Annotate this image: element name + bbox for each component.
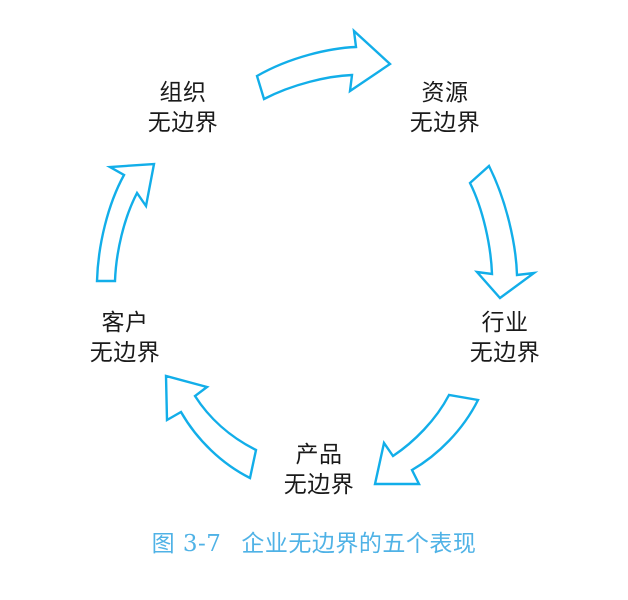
- node-customer-line1: 客户: [101, 310, 149, 336]
- node-label-resource: 资源 无边界: [380, 78, 510, 139]
- node-product-line2: 无边界: [283, 472, 355, 499]
- figure-caption: 图 3-7 企业无边界的五个表现: [0, 524, 628, 558]
- node-industry-line2: 无边界: [469, 340, 541, 367]
- arrow-resource-to-industry: [468, 164, 539, 300]
- node-product-line1: 产品: [295, 442, 343, 468]
- node-organization-line1: 组织: [159, 80, 207, 106]
- arrow-customer-to-organization: [95, 162, 156, 283]
- arrow-organization-to-resource: [255, 27, 392, 101]
- figure-caption-number: 图 3-7: [151, 531, 222, 557]
- node-resource-line1: 资源: [421, 80, 469, 106]
- node-label-customer: 客户 无边界: [60, 308, 190, 369]
- arrow-industry-to-product: [373, 393, 480, 486]
- arrow-product-to-customer: [164, 374, 258, 480]
- figure-caption-text: 企业无边界的五个表现: [241, 531, 477, 557]
- node-label-product: 产品 无边界: [254, 440, 384, 501]
- node-resource-line2: 无边界: [409, 110, 481, 137]
- node-customer-line2: 无边界: [89, 340, 161, 367]
- node-label-industry: 行业 无边界: [440, 308, 570, 369]
- node-label-organization: 组织 无边界: [118, 78, 248, 139]
- node-organization-line2: 无边界: [147, 110, 219, 137]
- node-industry-line1: 行业: [481, 310, 529, 336]
